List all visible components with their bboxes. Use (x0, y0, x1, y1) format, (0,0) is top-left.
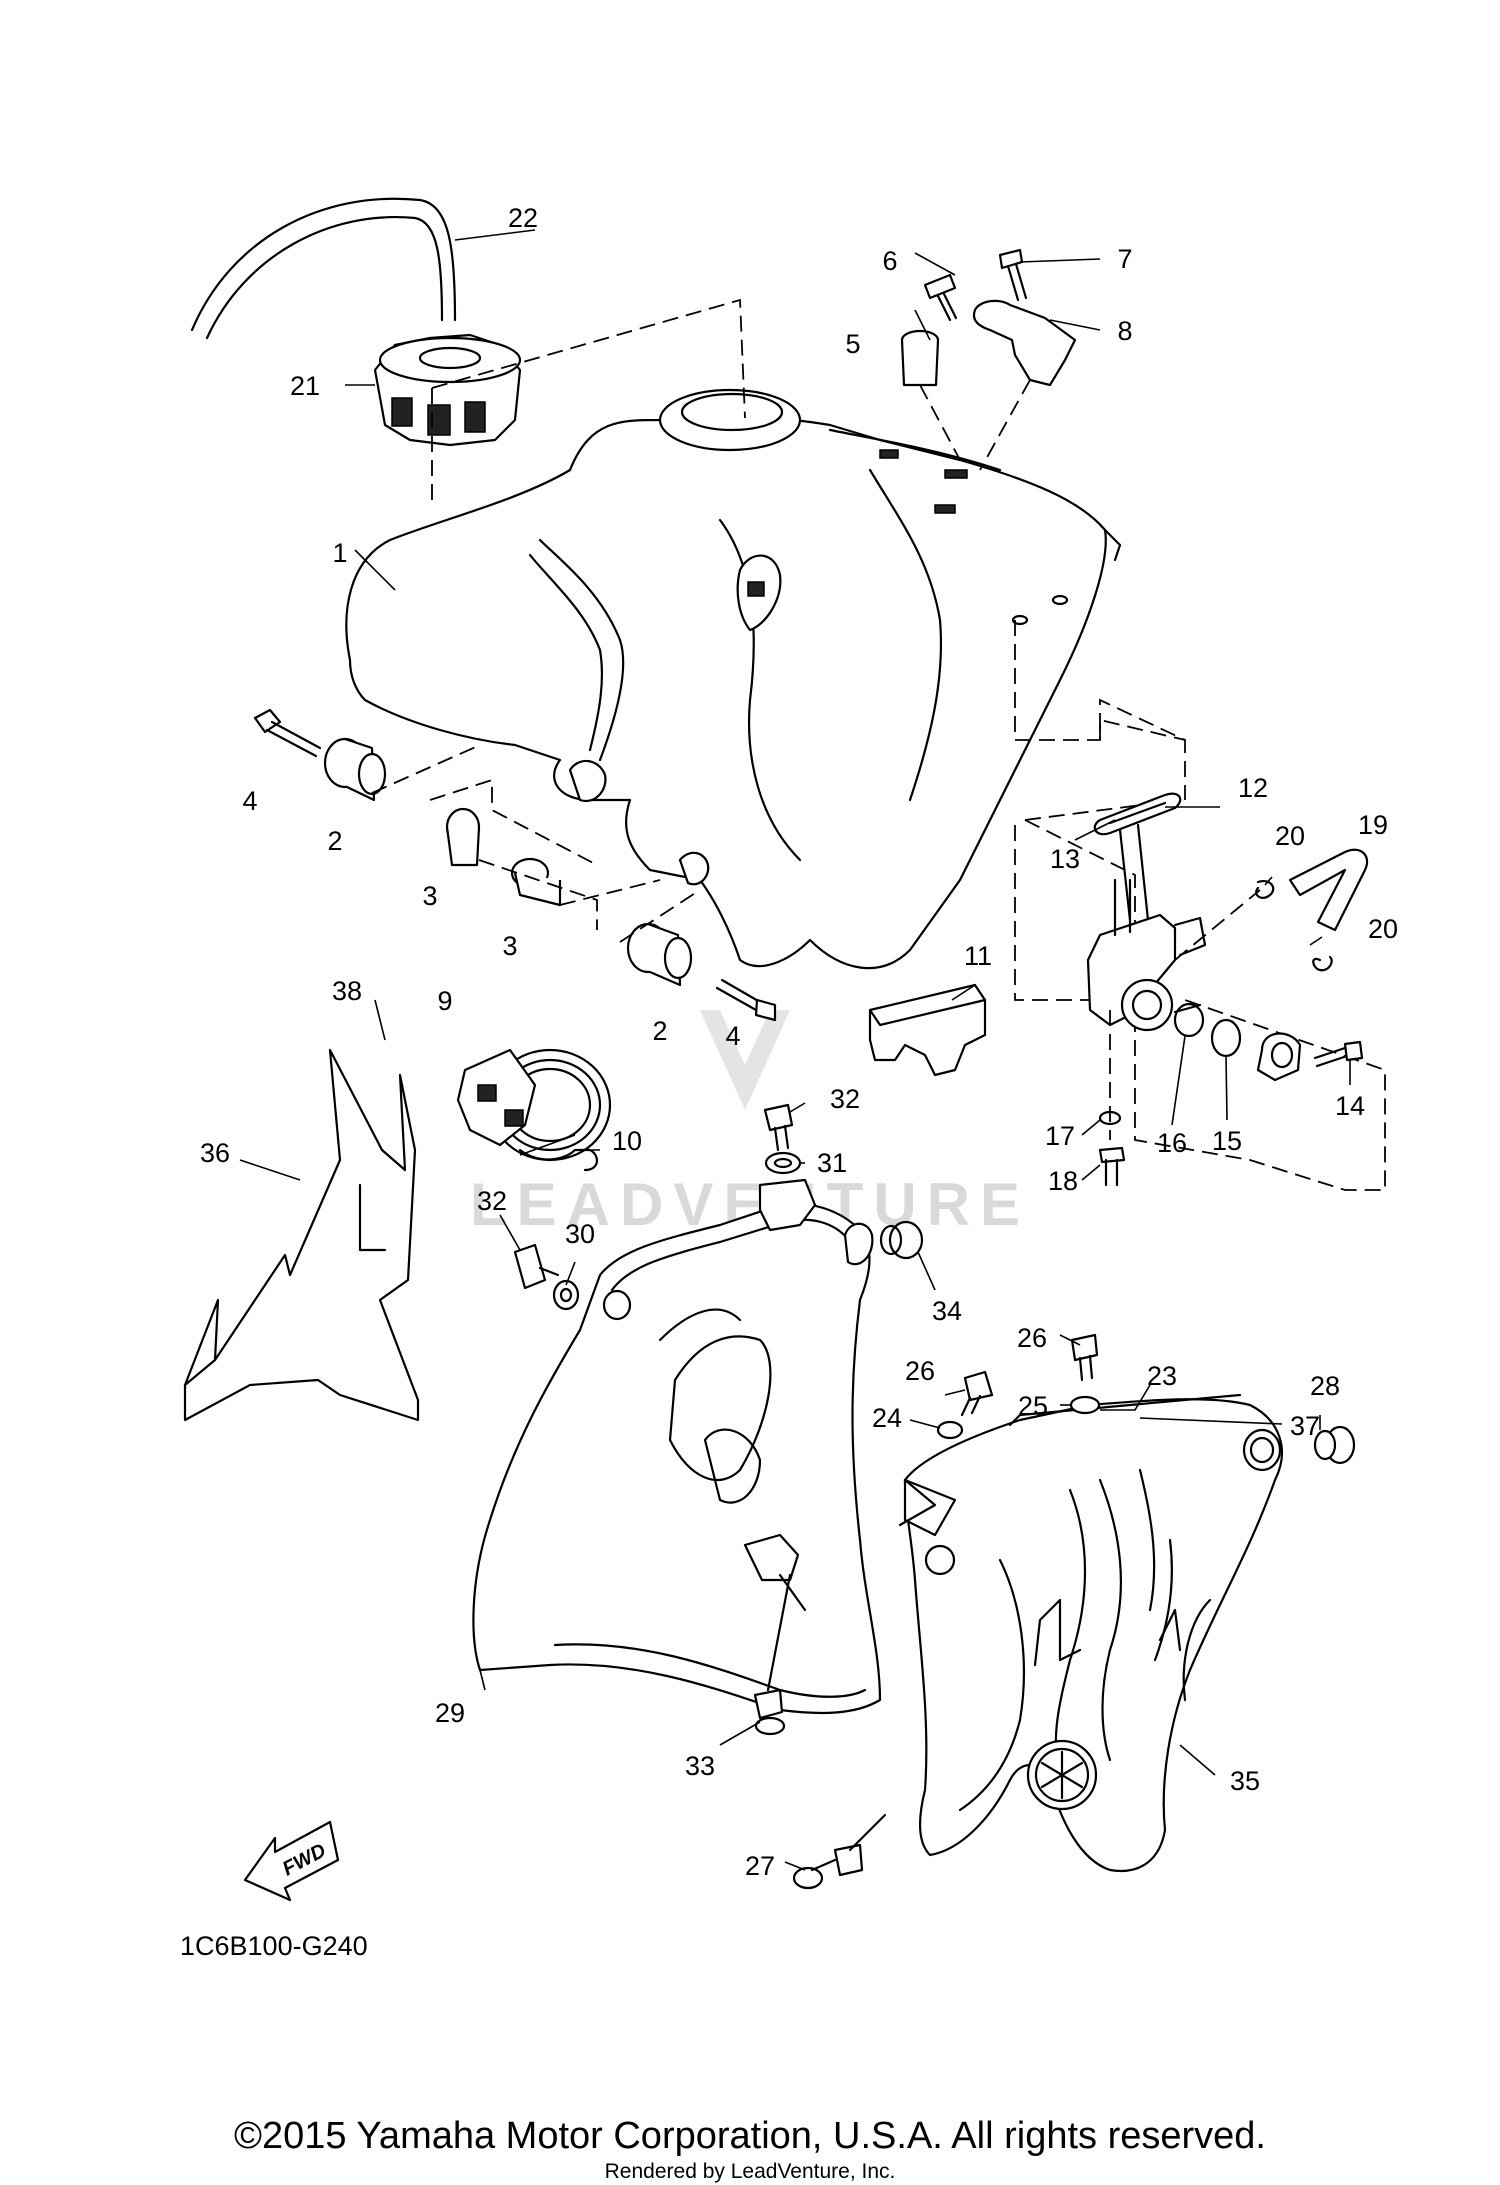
rivet-33[interactable] (753, 1573, 792, 1736)
hose-19[interactable] (1288, 848, 1369, 932)
callout-30: 30 (565, 1219, 595, 1249)
fuel-cap[interactable] (373, 333, 522, 447)
screw-14[interactable] (1313, 1040, 1364, 1068)
breather-hose[interactable] (190, 197, 457, 340)
bolt-7[interactable] (998, 248, 1028, 302)
fuel-cock[interactable] (1086, 823, 1207, 1032)
bolt-4-upper[interactable] (253, 708, 322, 758)
washer-31[interactable] (764, 1151, 802, 1175)
collar-5[interactable] (900, 329, 940, 387)
callout-6: 6 (882, 246, 897, 276)
callout-4: 4 (725, 1021, 740, 1051)
callout-11: 11 (964, 941, 992, 971)
cover-11[interactable] (868, 983, 987, 1077)
screw-18[interactable] (1098, 1146, 1126, 1187)
callout-28: 28 (1310, 1371, 1340, 1401)
callout-13: 13 (1050, 844, 1080, 874)
callout-29: 29 (435, 1698, 465, 1728)
callout-21: 21 (290, 371, 320, 401)
copyright-notice: ©2015 Yamaha Motor Corporation, U.S.A. A… (234, 2115, 1266, 2157)
washer-25[interactable] (1069, 1395, 1101, 1415)
callout-5: 5 (845, 329, 860, 359)
side-cover-23[interactable] (903, 1393, 1283, 1873)
tank-cap-9[interactable] (456, 1048, 612, 1162)
bolt-6[interactable] (923, 273, 958, 322)
callout-17: 17 (1045, 1121, 1075, 1151)
fuel-tank[interactable] (345, 388, 1122, 970)
callout-32: 32 (830, 1084, 860, 1114)
rivet-27[interactable] (792, 1843, 864, 1890)
callout-labels: 1 2 2 3 3 4 4 5 6 7 8 9 10 11 12 13 14 1… (200, 203, 1398, 1881)
leader-lines (239, 229, 1351, 1871)
fwd-arrow-icon: FWD (243, 1820, 340, 1902)
clip-20-lower[interactable] (1312, 955, 1333, 972)
side-cover-29[interactable] (472, 1178, 882, 1715)
callout-14: 14 (1335, 1091, 1365, 1121)
bolt-26-left[interactable] (960, 1370, 994, 1417)
callout-23: 23 (1147, 1361, 1177, 1391)
callout-31: 31 (817, 1148, 847, 1178)
bracket-8[interactable] (972, 299, 1077, 387)
washer-24[interactable] (936, 1420, 964, 1440)
collar-30[interactable] (552, 1279, 580, 1311)
callout-3: 3 (422, 881, 437, 911)
collar-3-upper[interactable] (445, 807, 481, 867)
callout-27: 27 (745, 1851, 775, 1881)
callout-4: 4 (242, 786, 257, 816)
assembly-lines-mount (371, 298, 1031, 943)
callout-38: 38 (332, 976, 362, 1006)
callout-2: 2 (652, 1016, 667, 1046)
callout-26: 26 (1017, 1323, 1047, 1353)
callout-34: 34 (932, 1296, 962, 1326)
callout-1: 1 (332, 538, 347, 568)
callout-7: 7 (1117, 244, 1132, 274)
damper-2-upper[interactable] (323, 737, 387, 802)
callout-8: 8 (1117, 316, 1132, 346)
o-ring-15[interactable] (1210, 1018, 1242, 1058)
callout-35: 35 (1230, 1766, 1260, 1796)
callout-15: 15 (1212, 1126, 1242, 1156)
rendered-by-notice: Rendered by LeadVenture, Inc. (605, 2160, 896, 2183)
damper-2-lower[interactable] (626, 922, 693, 987)
callout-24: 24 (872, 1403, 902, 1433)
cover-23-break (898, 1478, 937, 1527)
callout-20: 20 (1368, 914, 1398, 944)
packing-16[interactable] (1173, 1002, 1205, 1038)
callout-10: 10 (612, 1126, 642, 1156)
callout-32: 32 (477, 1186, 507, 1216)
grommet-28[interactable] (1313, 1425, 1356, 1465)
callout-33: 33 (685, 1751, 715, 1781)
lever-plate[interactable] (1256, 1032, 1302, 1082)
callout-22: 22 (508, 203, 538, 233)
diagram-code: 1C6B100-G240 (180, 1931, 368, 1961)
gasket-13[interactable] (1093, 792, 1182, 836)
bolt-26-right[interactable] (1070, 1333, 1099, 1382)
decal-36-38[interactable] (183, 1048, 420, 1422)
collar-3-lower[interactable] (510, 857, 562, 907)
callout-36: 36 (200, 1138, 230, 1168)
callout-37: 37 (1290, 1411, 1320, 1441)
callout-20: 20 (1275, 821, 1305, 851)
bolt-4-lower[interactable] (715, 978, 777, 1022)
bolt-32-left[interactable] (513, 1243, 560, 1290)
grommet-34[interactable] (879, 1220, 924, 1260)
callout-26: 26 (905, 1356, 935, 1386)
callout-16: 16 (1157, 1128, 1187, 1158)
fuel-cock-hose-line (1174, 889, 1261, 961)
callout-18: 18 (1048, 1166, 1078, 1196)
callout-2: 2 (327, 826, 342, 856)
callout-25: 25 (1018, 1391, 1048, 1421)
callout-9: 9 (437, 986, 452, 1016)
rivet-27-leader (848, 1813, 887, 1852)
callout-12: 12 (1238, 773, 1268, 803)
clip-20-upper[interactable] (1255, 880, 1275, 899)
bolt-32-center[interactable] (763, 1103, 794, 1152)
callout-3: 3 (502, 931, 517, 961)
callout-19: 19 (1358, 810, 1388, 840)
